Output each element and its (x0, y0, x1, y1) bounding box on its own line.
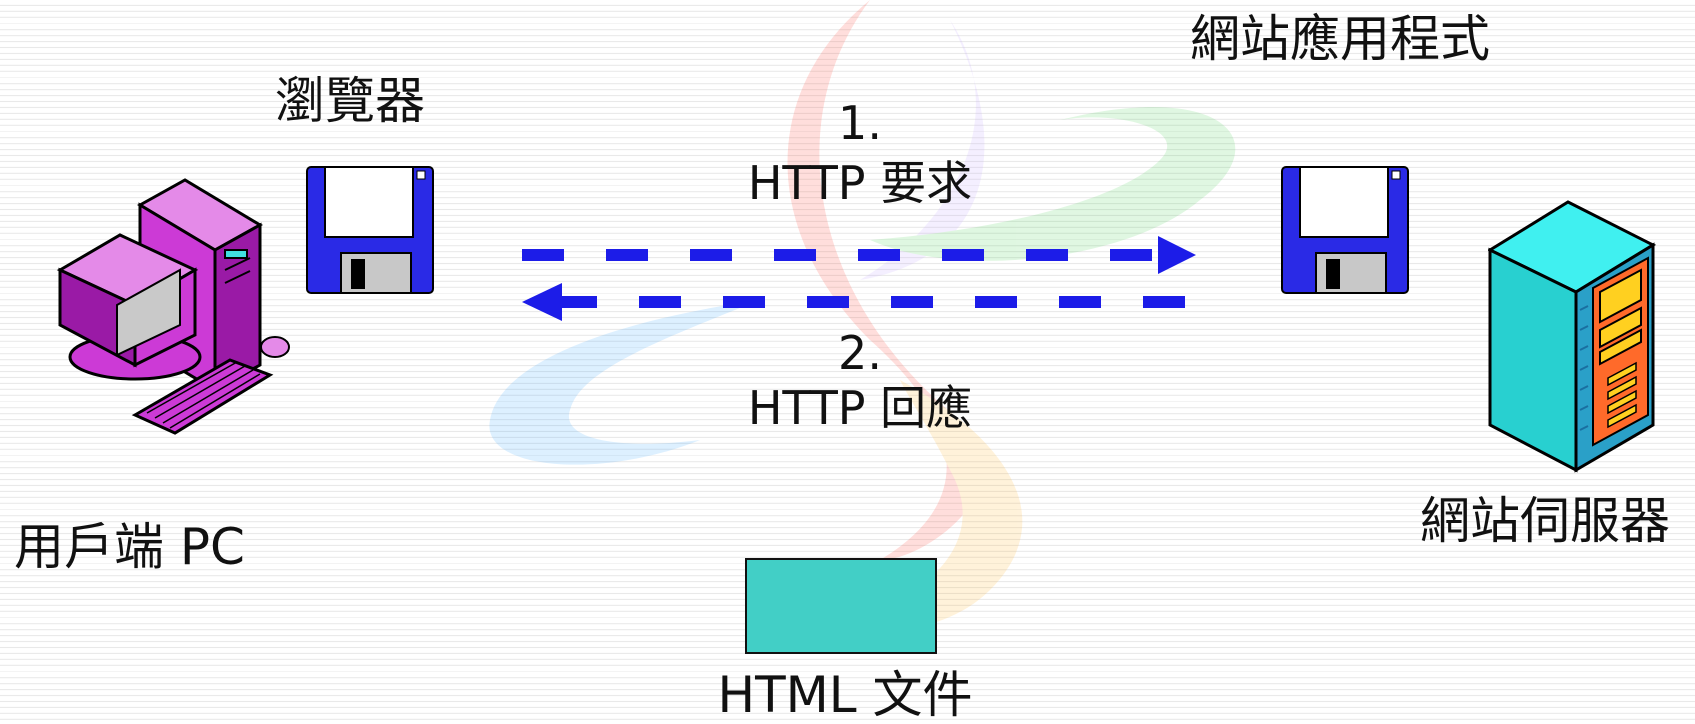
browser-label: 瀏覽器 (275, 72, 425, 130)
html-document-box (745, 558, 937, 654)
web-server-label: 網站伺服器 (1420, 492, 1670, 550)
request-label: HTTP 要求 (747, 156, 973, 210)
server-tower-icon (1488, 200, 1657, 473)
request-step-number: 1. (838, 96, 882, 150)
request-arrow (522, 236, 1196, 274)
desktop-computer-icon (56, 178, 290, 435)
response-step-number: 2. (838, 326, 882, 380)
floppy-disk-icon (306, 166, 434, 294)
web-app-label: 網站應用程式 (1190, 10, 1490, 68)
client-pc-label: 用戶端 PC (14, 518, 245, 576)
response-arrow (522, 283, 1196, 321)
response-label: HTTP 回應 (747, 381, 973, 435)
floppy-disk-icon (1281, 166, 1409, 294)
html-document-label: HTML 文件 (717, 666, 973, 724)
